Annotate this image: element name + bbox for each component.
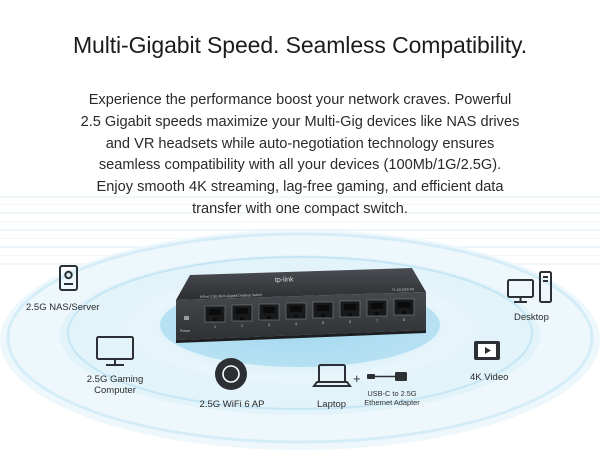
description-line: seamless compatibility with all your dev…	[98, 157, 502, 174]
video-play-icon	[474, 341, 500, 360]
description-line: 2.5 Gigabit speeds maximize your Multi-G…	[80, 113, 520, 130]
wifi-ap-label: 2.5G WiFi 6 AP	[199, 399, 265, 410]
plus-sign: +	[353, 371, 361, 386]
laptop-icon	[312, 364, 352, 387]
ethernet-port	[312, 301, 334, 319]
desktop-computer-icon	[507, 271, 552, 303]
power-led	[184, 316, 189, 320]
ethernet-port	[285, 302, 307, 320]
description-line: Experience the performance boost your ne…	[88, 92, 512, 108]
port-numbers: 1 2 3 4 5 6 7 8	[214, 318, 405, 329]
switch-brand: tp-link	[275, 276, 294, 284]
port-number: 4	[295, 322, 297, 326]
adapter-label-line2: Ethernet Adapter	[364, 398, 420, 407]
nas-server-icon	[59, 265, 78, 291]
switch-ports	[204, 298, 415, 323]
switch-model-label: TL-SG108S-M2	[392, 287, 415, 292]
ethernet-port	[231, 304, 253, 322]
monitor-icon	[96, 336, 134, 366]
video-4k-label: 4K Video	[470, 372, 509, 383]
adapter-label: USB-C to 2.5G Ethernet Adapter	[358, 389, 426, 407]
usb-adapter-icon	[367, 372, 407, 381]
switch-front-label: 8-Port 2.5G Multi-Gigabit Desktop Switch	[200, 293, 262, 299]
laptop-label: Laptop	[317, 399, 347, 410]
adapter-label-line1: USB-C to 2.5G	[367, 389, 417, 398]
switch-top	[176, 268, 426, 300]
description-line: Enjoy smooth 4K streaming, lag-free gami…	[96, 179, 504, 196]
gaming-computer-label: 2.5G Gaming Computer	[80, 374, 150, 396]
feature-description: Experience the performance boost your ne…	[38, 90, 562, 221]
nas-server-label: 2.5G NAS/Server	[26, 302, 100, 313]
signal-rings	[0, 230, 600, 450]
description-line: transfer with one compact switch.	[192, 200, 408, 217]
port-number: 5	[322, 321, 324, 325]
ethernet-port	[366, 299, 388, 317]
power-label: Power	[180, 329, 191, 333]
ethernet-port	[339, 300, 361, 318]
desktop-label: Desktop	[514, 312, 549, 323]
page-headline: Multi-Gigabit Speed. Seamless Compatibil…	[72, 32, 528, 58]
port-number: 2	[241, 324, 243, 328]
port-number: 8	[403, 318, 405, 322]
port-number: 7	[376, 319, 378, 323]
wifi-access-point-icon	[215, 358, 247, 390]
gaming-label-line2: Computer	[94, 385, 136, 396]
port-number: 6	[349, 320, 351, 324]
port-number: 3	[268, 323, 270, 327]
ethernet-port	[258, 303, 280, 321]
description-line: and VR headsets while auto-negotiation t…	[105, 135, 495, 152]
network-switch: tp-link 8-Port 2.5G Multi-Gigabit Deskto…	[176, 268, 426, 343]
gaming-label-line1: 2.5G Gaming	[86, 374, 144, 385]
port-number: 1	[214, 325, 216, 329]
ethernet-port	[393, 298, 415, 316]
ethernet-port	[204, 305, 226, 323]
